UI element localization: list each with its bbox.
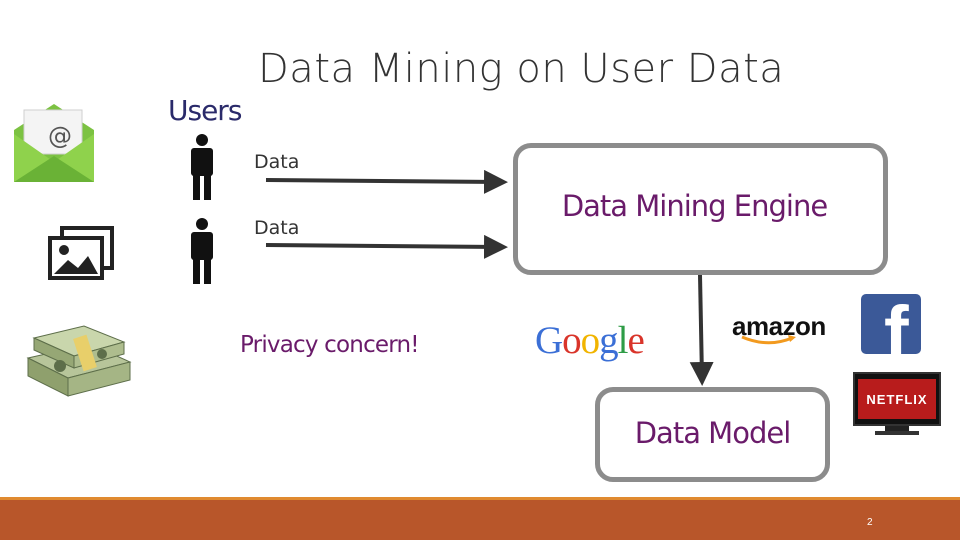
users-label: Users xyxy=(168,94,242,127)
email-icon: @ xyxy=(10,100,98,186)
google-letter: o xyxy=(562,319,581,362)
google-letter: l xyxy=(617,319,629,362)
data-label: Data xyxy=(254,151,300,173)
page-number: 2 xyxy=(867,517,873,528)
netflix-text: NETFLIX xyxy=(866,391,928,407)
model-label: Data Model xyxy=(634,415,792,450)
google-letter: e xyxy=(627,319,645,362)
slide-title: Data Mining on User Data xyxy=(258,46,785,92)
data-mining-engine-box: Data Mining Engine xyxy=(513,143,888,275)
privacy-concern-text: Privacy concern! xyxy=(240,332,420,358)
google-letter: g xyxy=(599,319,618,362)
amazon-text: amazon xyxy=(732,311,826,341)
tv-base xyxy=(875,431,919,435)
netflix-screen: NETFLIX xyxy=(858,379,936,419)
data-label: Data xyxy=(254,217,300,239)
person-icon xyxy=(189,218,215,286)
google-letter: o xyxy=(580,319,600,362)
person-icon xyxy=(189,134,215,202)
photos-icon xyxy=(40,218,120,288)
money-icon xyxy=(20,318,135,404)
google-letter: G xyxy=(535,319,563,362)
data-model-box: Data Model xyxy=(595,387,830,482)
amazon-logo: amazon xyxy=(732,311,826,342)
footer-accent-line xyxy=(0,497,960,502)
facebook-logo: f xyxy=(861,294,921,354)
netflix-tv-icon: NETFLIX xyxy=(853,372,941,426)
tv-stand xyxy=(885,426,909,432)
facebook-letter: f xyxy=(884,294,909,354)
google-logo: Google xyxy=(535,318,645,363)
amazon-smile-icon xyxy=(741,335,796,345)
engine-label: Data Mining Engine xyxy=(561,189,828,223)
footer-band xyxy=(0,500,960,540)
svg-text:@: @ xyxy=(48,122,72,150)
